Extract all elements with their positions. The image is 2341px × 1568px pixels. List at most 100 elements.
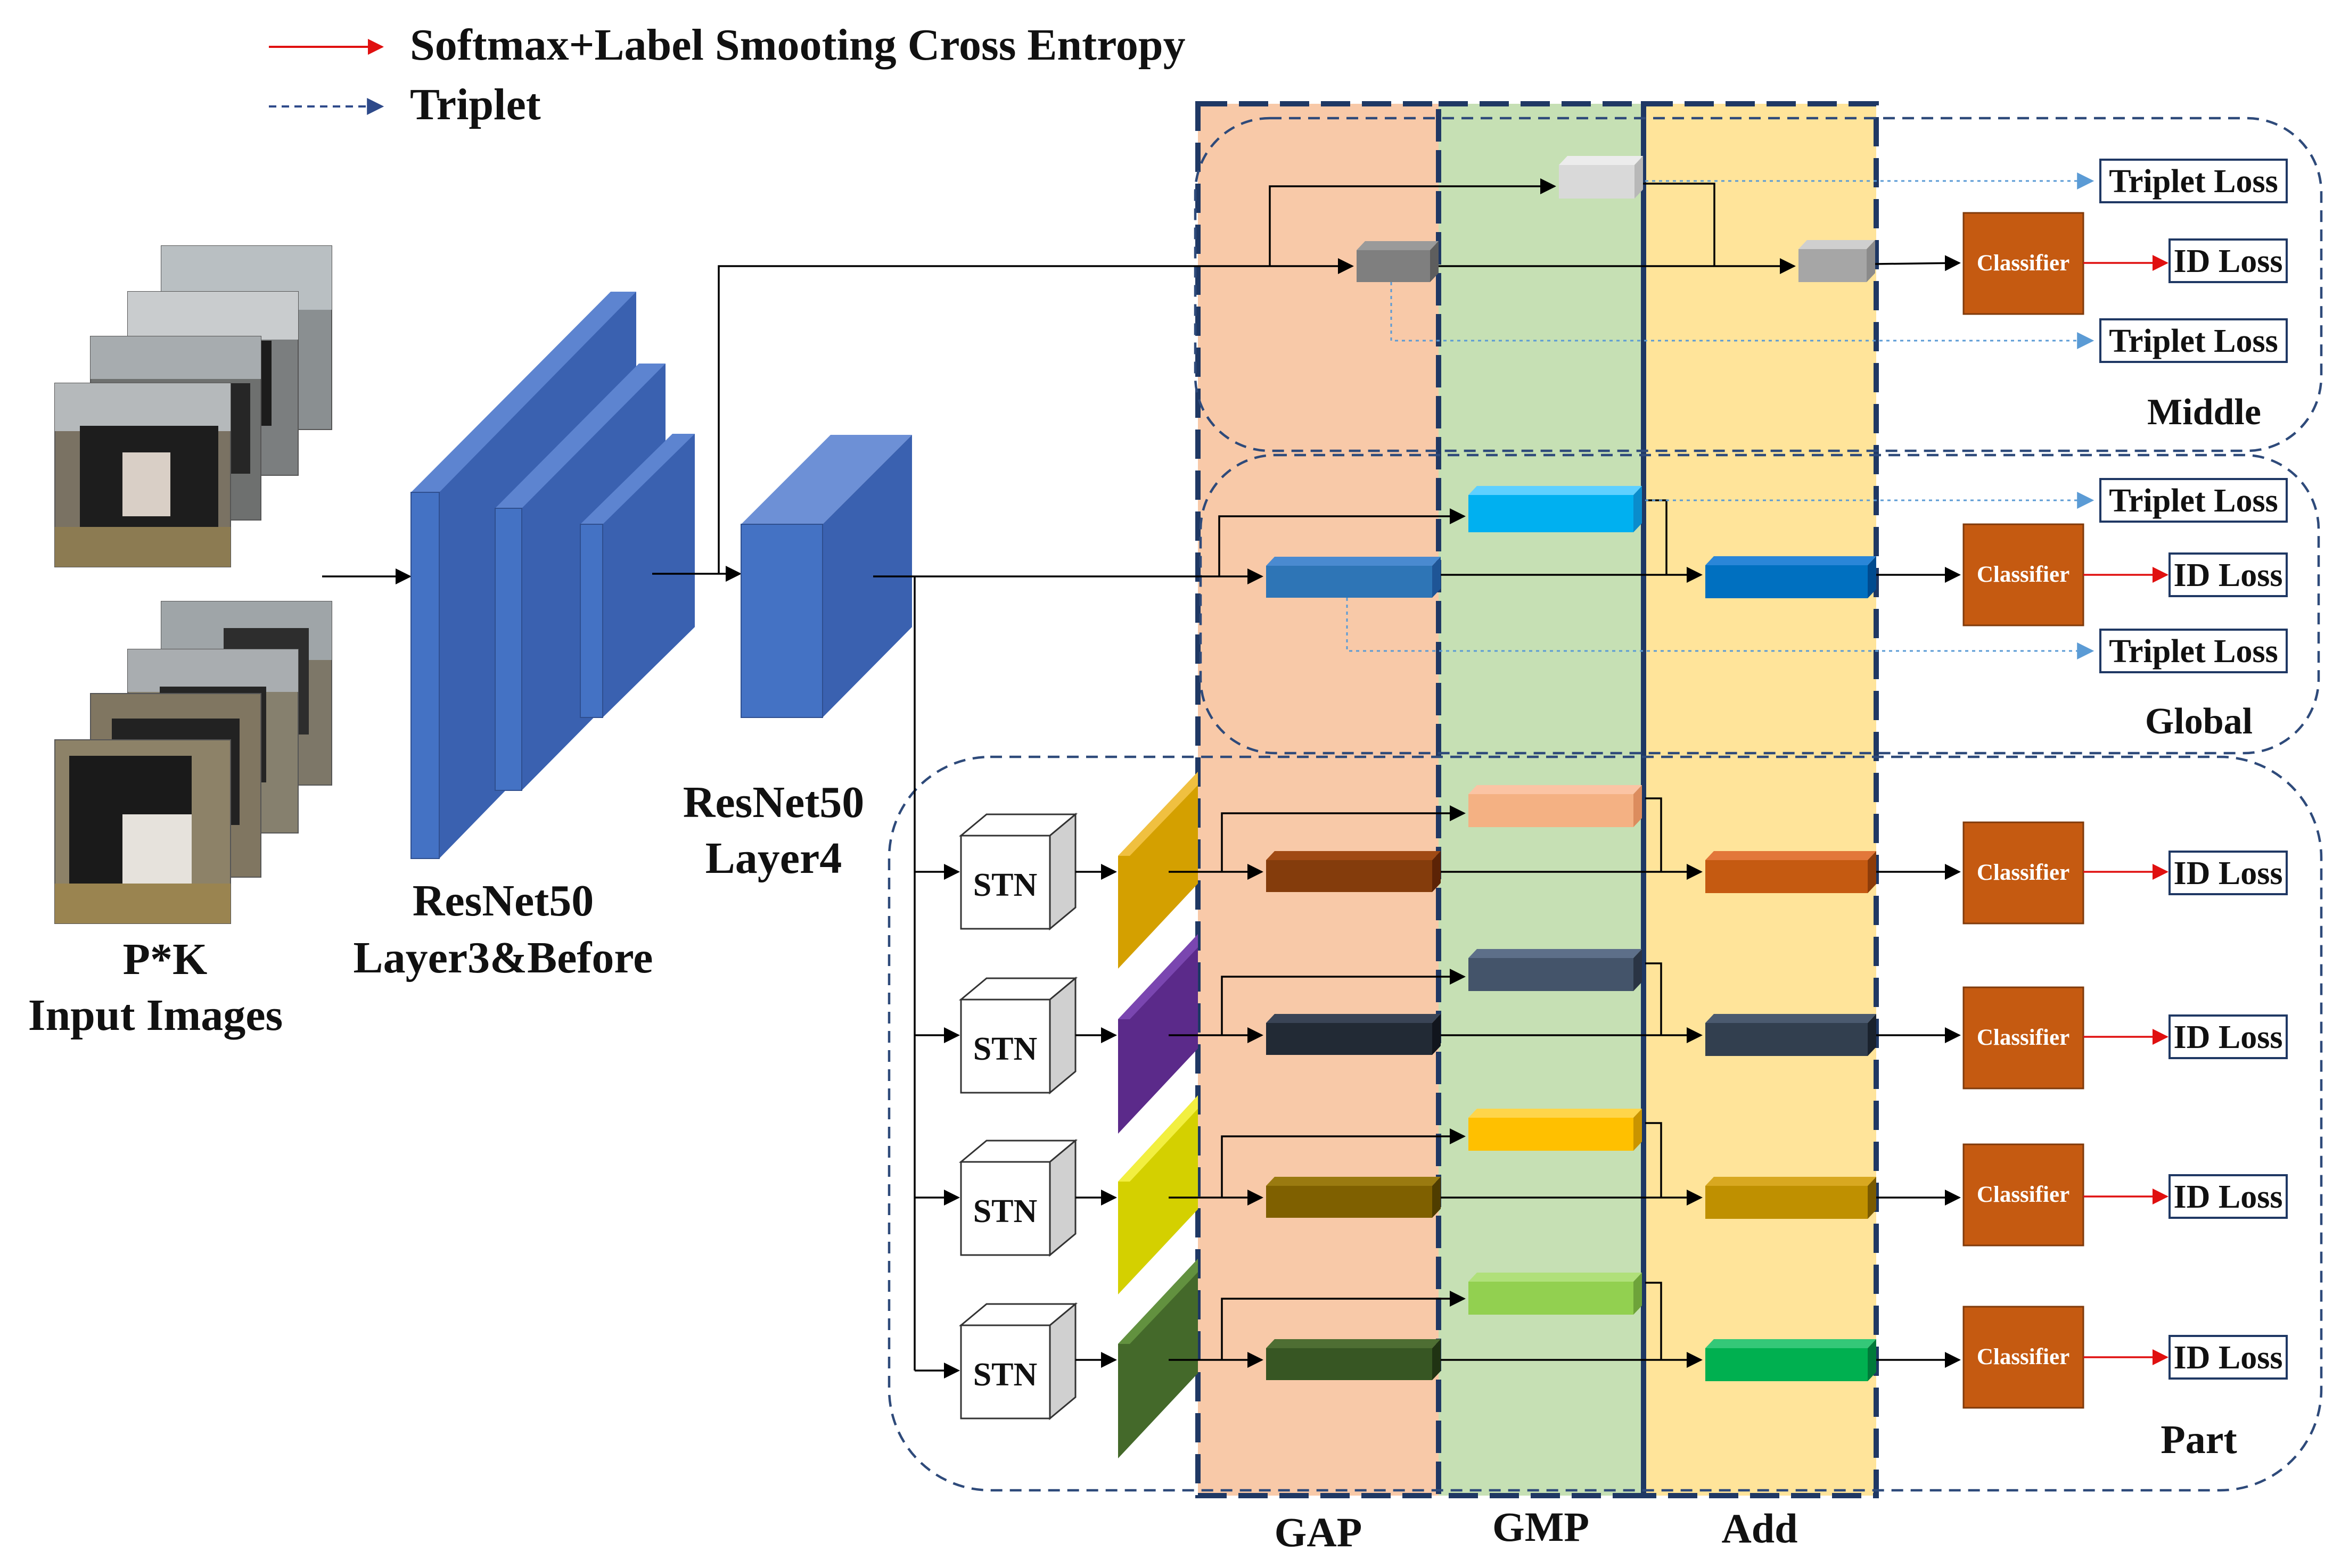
part-gmp-feature xyxy=(1468,949,1642,991)
global-classifier[interactable]: Classifier xyxy=(1962,523,2084,626)
global-gap-feature xyxy=(1266,557,1441,598)
stn-label: STN xyxy=(973,1193,1038,1229)
stn-label: STN xyxy=(973,1357,1038,1393)
part-branch-label: Part xyxy=(2161,1417,2237,1462)
resnet-layer4-block xyxy=(741,435,912,718)
part-id-loss: ID Loss xyxy=(2168,1335,2288,1380)
part-gmp-feature xyxy=(1468,785,1642,827)
classifier-label: Classifier xyxy=(1977,251,2069,276)
add-column-label: Add xyxy=(1721,1505,1797,1552)
global-branch-outline xyxy=(1199,453,2320,755)
global-branch-label: Global xyxy=(2145,701,2253,742)
part-gmp-feature xyxy=(1468,1273,1642,1315)
resnet-layer3-block xyxy=(410,292,695,859)
input-images-top xyxy=(54,245,332,567)
middle-gap-feature xyxy=(1357,241,1439,282)
classifier-label: Classifier xyxy=(1977,562,2069,587)
legend: Softmax+Label Smooting Cross Entropy Tri… xyxy=(269,20,1186,129)
global-triplet-loss-bottom: Triplet Loss xyxy=(2099,629,2288,673)
input-images-bottom xyxy=(54,601,332,924)
global-branch: Classifier Triplet Loss ID Loss Triplet … xyxy=(1218,478,2288,742)
global-triplet-loss-top: Triplet Loss xyxy=(2099,478,2288,523)
part-row: STN xyxy=(958,934,2288,1134)
global-triplet-lines xyxy=(1346,492,2094,659)
part-id-loss: ID Loss xyxy=(2168,851,2288,895)
id-loss-label: ID Loss xyxy=(2173,1179,2282,1215)
add-column xyxy=(1644,104,1876,1496)
input-label-line2: Input Images xyxy=(28,991,283,1040)
middle-classifier[interactable]: Classifier xyxy=(1962,212,2084,315)
part-branch: STN xyxy=(958,772,2288,1462)
part-id-loss: ID Loss xyxy=(2168,1014,2288,1059)
part-feature-slab xyxy=(1118,1259,1198,1458)
stn-label: STN xyxy=(973,867,1038,903)
stn-box: STN xyxy=(958,1138,1078,1257)
add-frame xyxy=(1641,101,1879,1498)
middle-branch-outline xyxy=(1194,117,2323,452)
middle-branch: Classifier Triplet Loss ID Loss Triplet … xyxy=(1269,156,2288,433)
gap-column-label: GAP xyxy=(1275,1509,1362,1555)
part-add-feature xyxy=(1705,1014,1876,1056)
part-id-loss: ID Loss xyxy=(2168,1174,2288,1219)
part-feature-slab xyxy=(1118,772,1198,969)
part-gap-feature xyxy=(1266,851,1441,892)
legend-blue-label: Triplet xyxy=(410,80,541,129)
resnet-slab xyxy=(580,434,695,718)
stn-label: STN xyxy=(973,1031,1038,1067)
middle-add-feature xyxy=(1798,240,1875,282)
global-id-loss: ID Loss xyxy=(2168,552,2288,597)
part-classifier[interactable]: Classifier xyxy=(1962,1143,2084,1247)
resnet-layer3-label-line1: ResNet50 xyxy=(413,876,594,926)
part-classifier[interactable]: Classifier xyxy=(1962,821,2084,925)
middle-gmp-feature xyxy=(1559,156,1643,199)
middle-triplet-loss-bottom: Triplet Loss xyxy=(2099,318,2288,363)
part-feature-slab xyxy=(1118,1095,1198,1294)
gmp-column-label: GMP xyxy=(1492,1504,1589,1550)
id-loss-label: ID Loss xyxy=(2173,243,2282,279)
triplet-loss-label: Triplet Loss xyxy=(2109,323,2278,359)
classifier-label: Classifier xyxy=(1977,1344,2069,1369)
part-gap-feature xyxy=(1266,1177,1441,1218)
id-loss-label: ID Loss xyxy=(2173,557,2282,593)
middle-triplet-lines xyxy=(1390,172,2094,349)
part-row: STN xyxy=(958,1259,2288,1458)
global-gmp-feature xyxy=(1468,486,1642,532)
part-gap-feature xyxy=(1266,1339,1441,1380)
gap-column xyxy=(1198,104,1439,1496)
triplet-loss-label: Triplet Loss xyxy=(2109,633,2278,670)
input-label-line1: P*K xyxy=(123,935,208,984)
part-row: STN xyxy=(958,772,2288,969)
global-add-feature xyxy=(1705,556,1876,598)
backbone-connectors xyxy=(718,258,1354,1379)
part-add-feature xyxy=(1705,1177,1876,1219)
resnet-layer4-label-line2: Layer4 xyxy=(705,833,842,883)
part-add-feature xyxy=(1705,851,1876,893)
id-loss-label: ID Loss xyxy=(2173,1019,2282,1055)
id-loss-label: ID Loss xyxy=(2173,855,2282,892)
part-classifier[interactable]: Classifier xyxy=(1962,1306,2084,1409)
id-loss-label: ID Loss xyxy=(2173,1340,2282,1376)
resnet-layer3-label-line2: Layer3&Before xyxy=(354,933,653,983)
classifier-label: Classifier xyxy=(1977,860,2069,885)
resnet-layer4-label-line1: ResNet50 xyxy=(683,778,865,827)
part-gmp-feature xyxy=(1468,1109,1642,1151)
classifier-label: Classifier xyxy=(1977,1182,2069,1207)
stn-box: STN xyxy=(958,976,1078,1095)
part-add-feature xyxy=(1705,1339,1876,1381)
triplet-loss-label: Triplet Loss xyxy=(2109,483,2278,519)
stn-box: STN xyxy=(958,1302,1078,1421)
part-feature-slab xyxy=(1118,934,1198,1134)
gmp-frame xyxy=(1436,101,1646,1498)
middle-id-loss: ID Loss xyxy=(2168,238,2288,283)
triplet-loss-label: Triplet Loss xyxy=(2109,163,2278,200)
part-gap-feature xyxy=(1266,1014,1441,1055)
part-branch-outline xyxy=(888,755,2323,1492)
middle-branch-label: Middle xyxy=(2147,392,2261,433)
legend-red-label: Softmax+Label Smooting Cross Entropy xyxy=(410,20,1186,70)
stn-box: STN xyxy=(958,812,1078,931)
branch-outlines xyxy=(888,117,2323,1492)
classifier-label: Classifier xyxy=(1977,1025,2069,1050)
part-row: STN xyxy=(958,1095,2288,1294)
part-classifier[interactable]: Classifier xyxy=(1962,986,2084,1090)
